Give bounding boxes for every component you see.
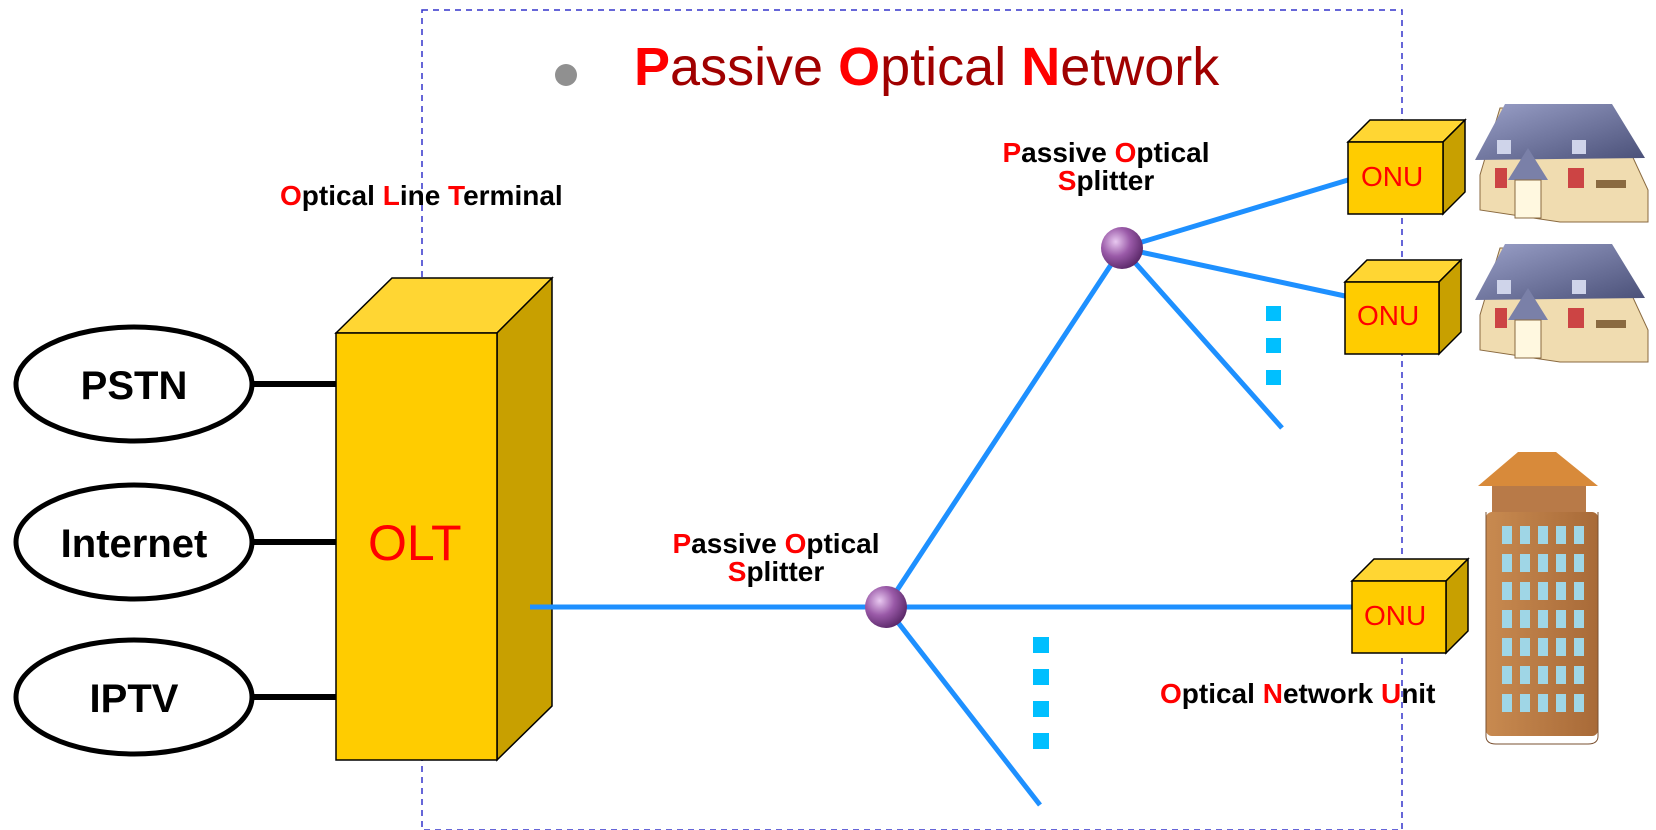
olt-caption: Optical Line Terminal	[280, 180, 563, 211]
onu-caption: Optical Network Unit	[1160, 678, 1436, 709]
office-building-icon	[1478, 452, 1599, 745]
olt-label: OLT	[368, 515, 462, 571]
house-icon	[1475, 104, 1649, 223]
iptv-label: IPTV	[89, 677, 179, 721]
onu-label-bottom: ONU	[1364, 600, 1427, 631]
fiber-lines	[530, 177, 1352, 807]
house-icon	[1475, 244, 1649, 363]
olt-box	[334, 276, 554, 762]
internet-label: Internet	[60, 522, 208, 566]
onu-label-top: ONU	[1361, 161, 1424, 192]
internet-oval	[13, 482, 255, 602]
pstn-oval	[13, 324, 255, 444]
iptv-oval	[13, 637, 255, 757]
service-connectors	[253, 381, 336, 700]
splitter-node-icon	[865, 586, 907, 628]
title-bullet	[555, 64, 577, 86]
onu-box-top	[1346, 118, 1467, 216]
splitter-node-icon	[1101, 227, 1143, 269]
onu-label-middle: ONU	[1357, 300, 1420, 331]
pstn-label: PSTN	[80, 364, 188, 408]
more-branches-dots	[1033, 306, 1281, 749]
diagram-title: Passive Optical Network	[634, 37, 1220, 97]
onu-box-middle	[1343, 258, 1463, 356]
onu-box-bottom	[1350, 557, 1470, 655]
